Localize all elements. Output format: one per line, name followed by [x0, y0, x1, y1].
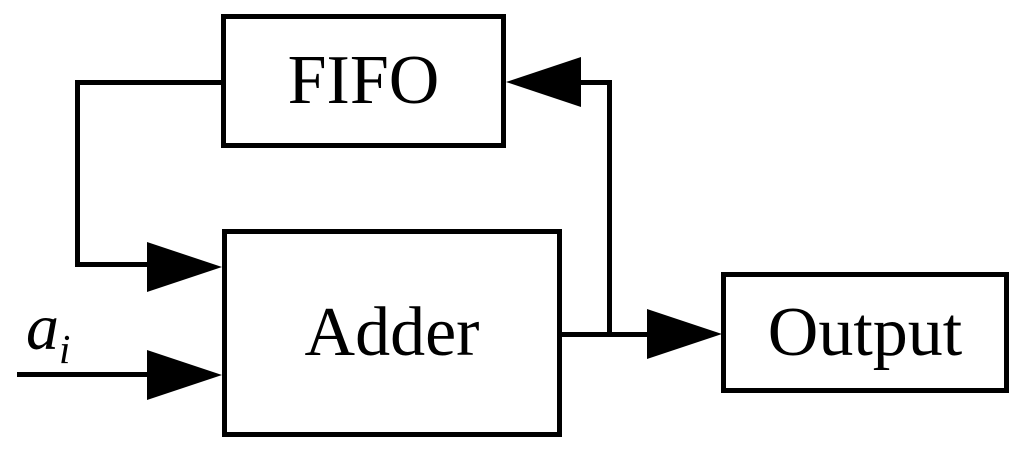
- fifo-block: FIFO: [221, 14, 506, 148]
- output-block: Output: [721, 272, 1009, 393]
- wire-feedback-vertical: [607, 80, 612, 337]
- arrowhead-output-input-icon: [647, 309, 722, 359]
- wire-feedback-top-horizontal: [578, 80, 612, 85]
- wire-input-signal-horizontal: [17, 372, 150, 377]
- wire-adder-input1-horizontal: [75, 262, 150, 267]
- adder-block: Adder: [222, 229, 562, 437]
- arrowhead-fifo-input-icon: [506, 57, 581, 107]
- arrowhead-adder-input2-icon: [147, 350, 222, 400]
- arrowhead-adder-input1-icon: [147, 242, 222, 292]
- wire-fifo-output-horizontal: [75, 80, 225, 85]
- fifo-block-label: FIFO: [287, 42, 440, 119]
- wire-adder-output-horizontal: [559, 332, 651, 337]
- input-signal-base: a: [26, 291, 59, 364]
- adder-block-label: Adder: [304, 294, 480, 371]
- input-signal-subscript: i: [59, 327, 71, 373]
- output-block-label: Output: [767, 293, 963, 371]
- wire-fifo-to-adder-vertical: [75, 80, 80, 267]
- input-signal-label: ai: [26, 295, 70, 371]
